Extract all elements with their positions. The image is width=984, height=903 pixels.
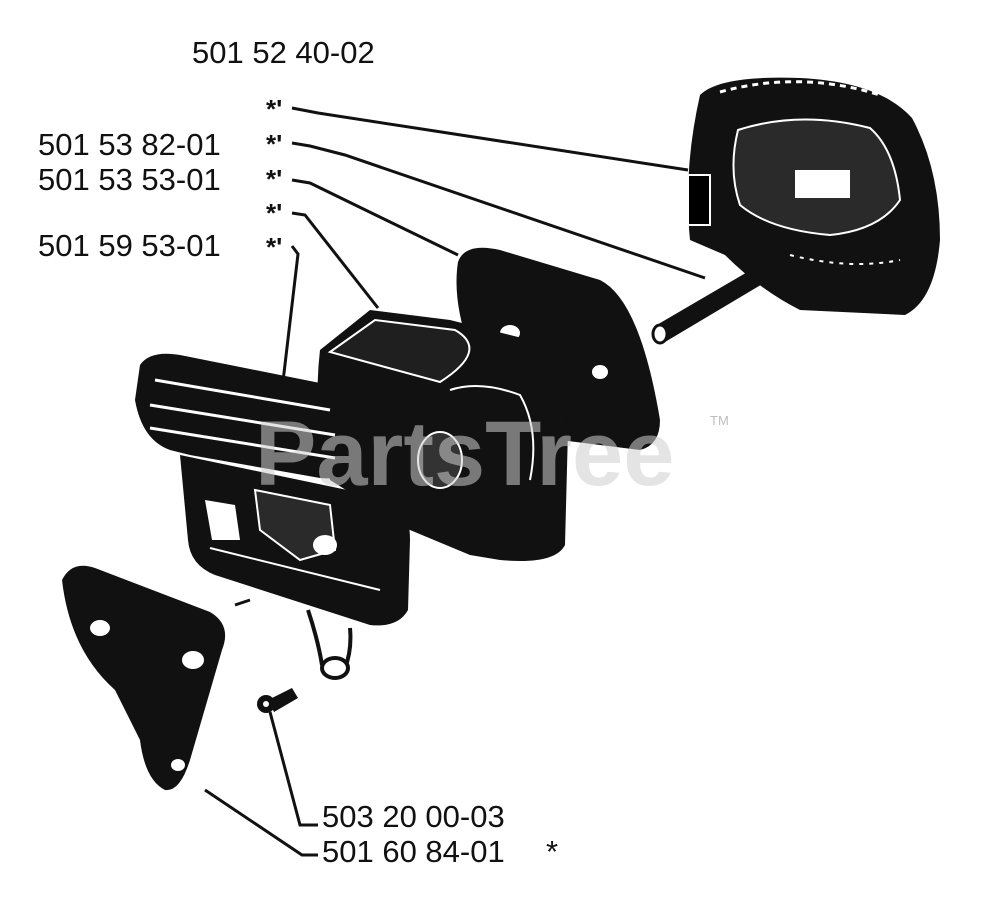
star-mark-5: *' (266, 232, 282, 262)
star-mark-1: *' (266, 94, 282, 124)
watermark-tm: TM (710, 413, 729, 428)
screw-part (257, 688, 298, 713)
label-part-number-1: 501 53 82-01 (38, 127, 221, 162)
leader-lines (204, 106, 706, 857)
label-part-number-2: 501 53 53-01 (38, 162, 221, 197)
bracket-plate-part (62, 565, 226, 791)
label-part-number-5: 501 60 84-01 (322, 834, 505, 869)
rear-cover-part (687, 77, 940, 315)
label-part-number-3: 501 59 53-01 (38, 228, 221, 263)
rod-part (651, 250, 796, 345)
label-part-number-4: 503 20 00-03 (322, 799, 505, 834)
star-mark-3: *' (266, 164, 282, 194)
label-top-part-number: 501 52 40-02 (192, 35, 375, 70)
watermark-text: PartsTree (255, 403, 674, 505)
star-mark-2: *' (266, 129, 282, 159)
asterisk-mark: * (546, 834, 558, 869)
front-shield-part (135, 353, 410, 626)
star-mark-4: *' (266, 198, 282, 228)
loop-part (234, 598, 353, 680)
